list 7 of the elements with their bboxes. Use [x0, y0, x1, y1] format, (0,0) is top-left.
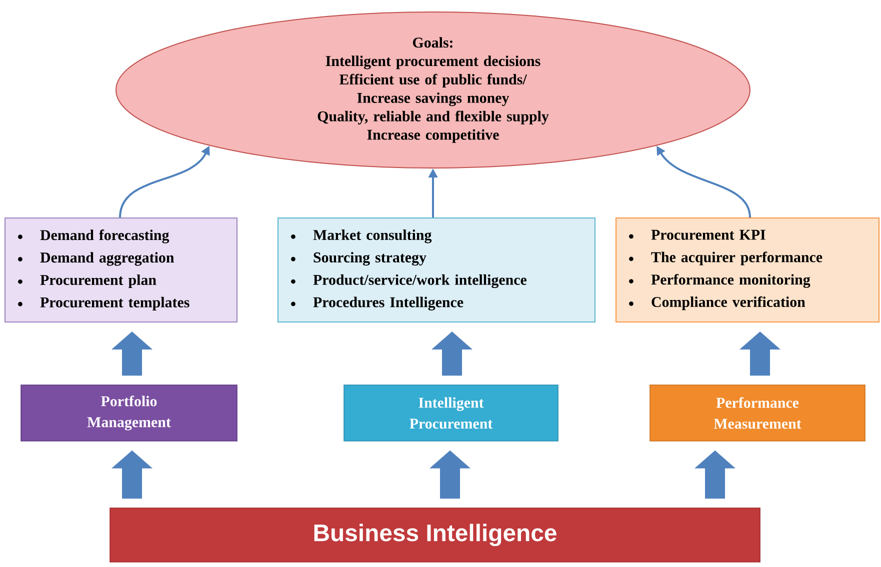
process-box: Intelligent Procurement	[344, 384, 558, 442]
process-box: Portfolio Management	[20, 384, 238, 442]
bullet-list-box: Market consulting Sourcing strategy Product/service/work intelligence Procedures Intelligence	[278, 218, 596, 322]
foundation-bar: Business Intelligence	[110, 508, 760, 562]
bullet-list-box: Demand forecasting Demand aggregation Procurement plan Procurement templates	[4, 218, 238, 322]
bullet-list-box: Procurement KPI The acquirer performance Performance monitoring Compliance verification	[616, 218, 880, 322]
process-box: Performance Measurement	[650, 384, 866, 442]
